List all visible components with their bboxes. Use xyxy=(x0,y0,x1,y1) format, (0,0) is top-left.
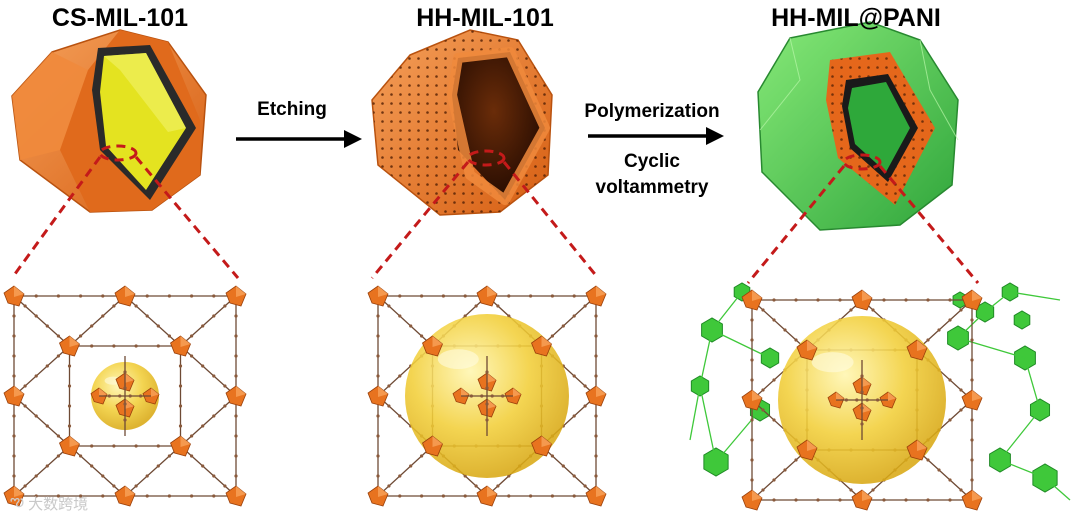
hh-mil-101-crystal xyxy=(371,29,553,216)
logo-icon: ఌ xyxy=(10,493,25,510)
polymerization-arrow xyxy=(588,127,724,145)
panel-title-hh-mil-pani: HH-MIL@PANI xyxy=(771,4,941,32)
pani-network xyxy=(689,282,1071,501)
watermark: ఌ 大数跨境 xyxy=(10,492,88,514)
hh-mil-pani-crystal xyxy=(757,21,959,231)
step-etching-label: Etching xyxy=(257,99,327,120)
etching-arrow xyxy=(236,130,362,148)
step-voltammetry-label: voltammetry xyxy=(595,177,709,198)
zoom-guides xyxy=(10,144,980,284)
pani-ring xyxy=(1013,310,1031,330)
panel-title-cs-mil-101: CS-MIL-101 xyxy=(51,4,189,32)
cs-mil-101-crystal xyxy=(11,29,207,213)
step-polymerization-label: Polymerization xyxy=(584,101,720,122)
step-cyclic-label: Cyclic xyxy=(624,151,680,172)
panel-title-hh-mil-101: HH-MIL-101 xyxy=(416,4,554,32)
hh-mil-101-framework xyxy=(367,285,607,507)
cs-mil-101-framework xyxy=(3,285,247,507)
hh-mil-pani-framework xyxy=(741,289,983,511)
watermark-text: 大数跨境 xyxy=(28,495,89,513)
